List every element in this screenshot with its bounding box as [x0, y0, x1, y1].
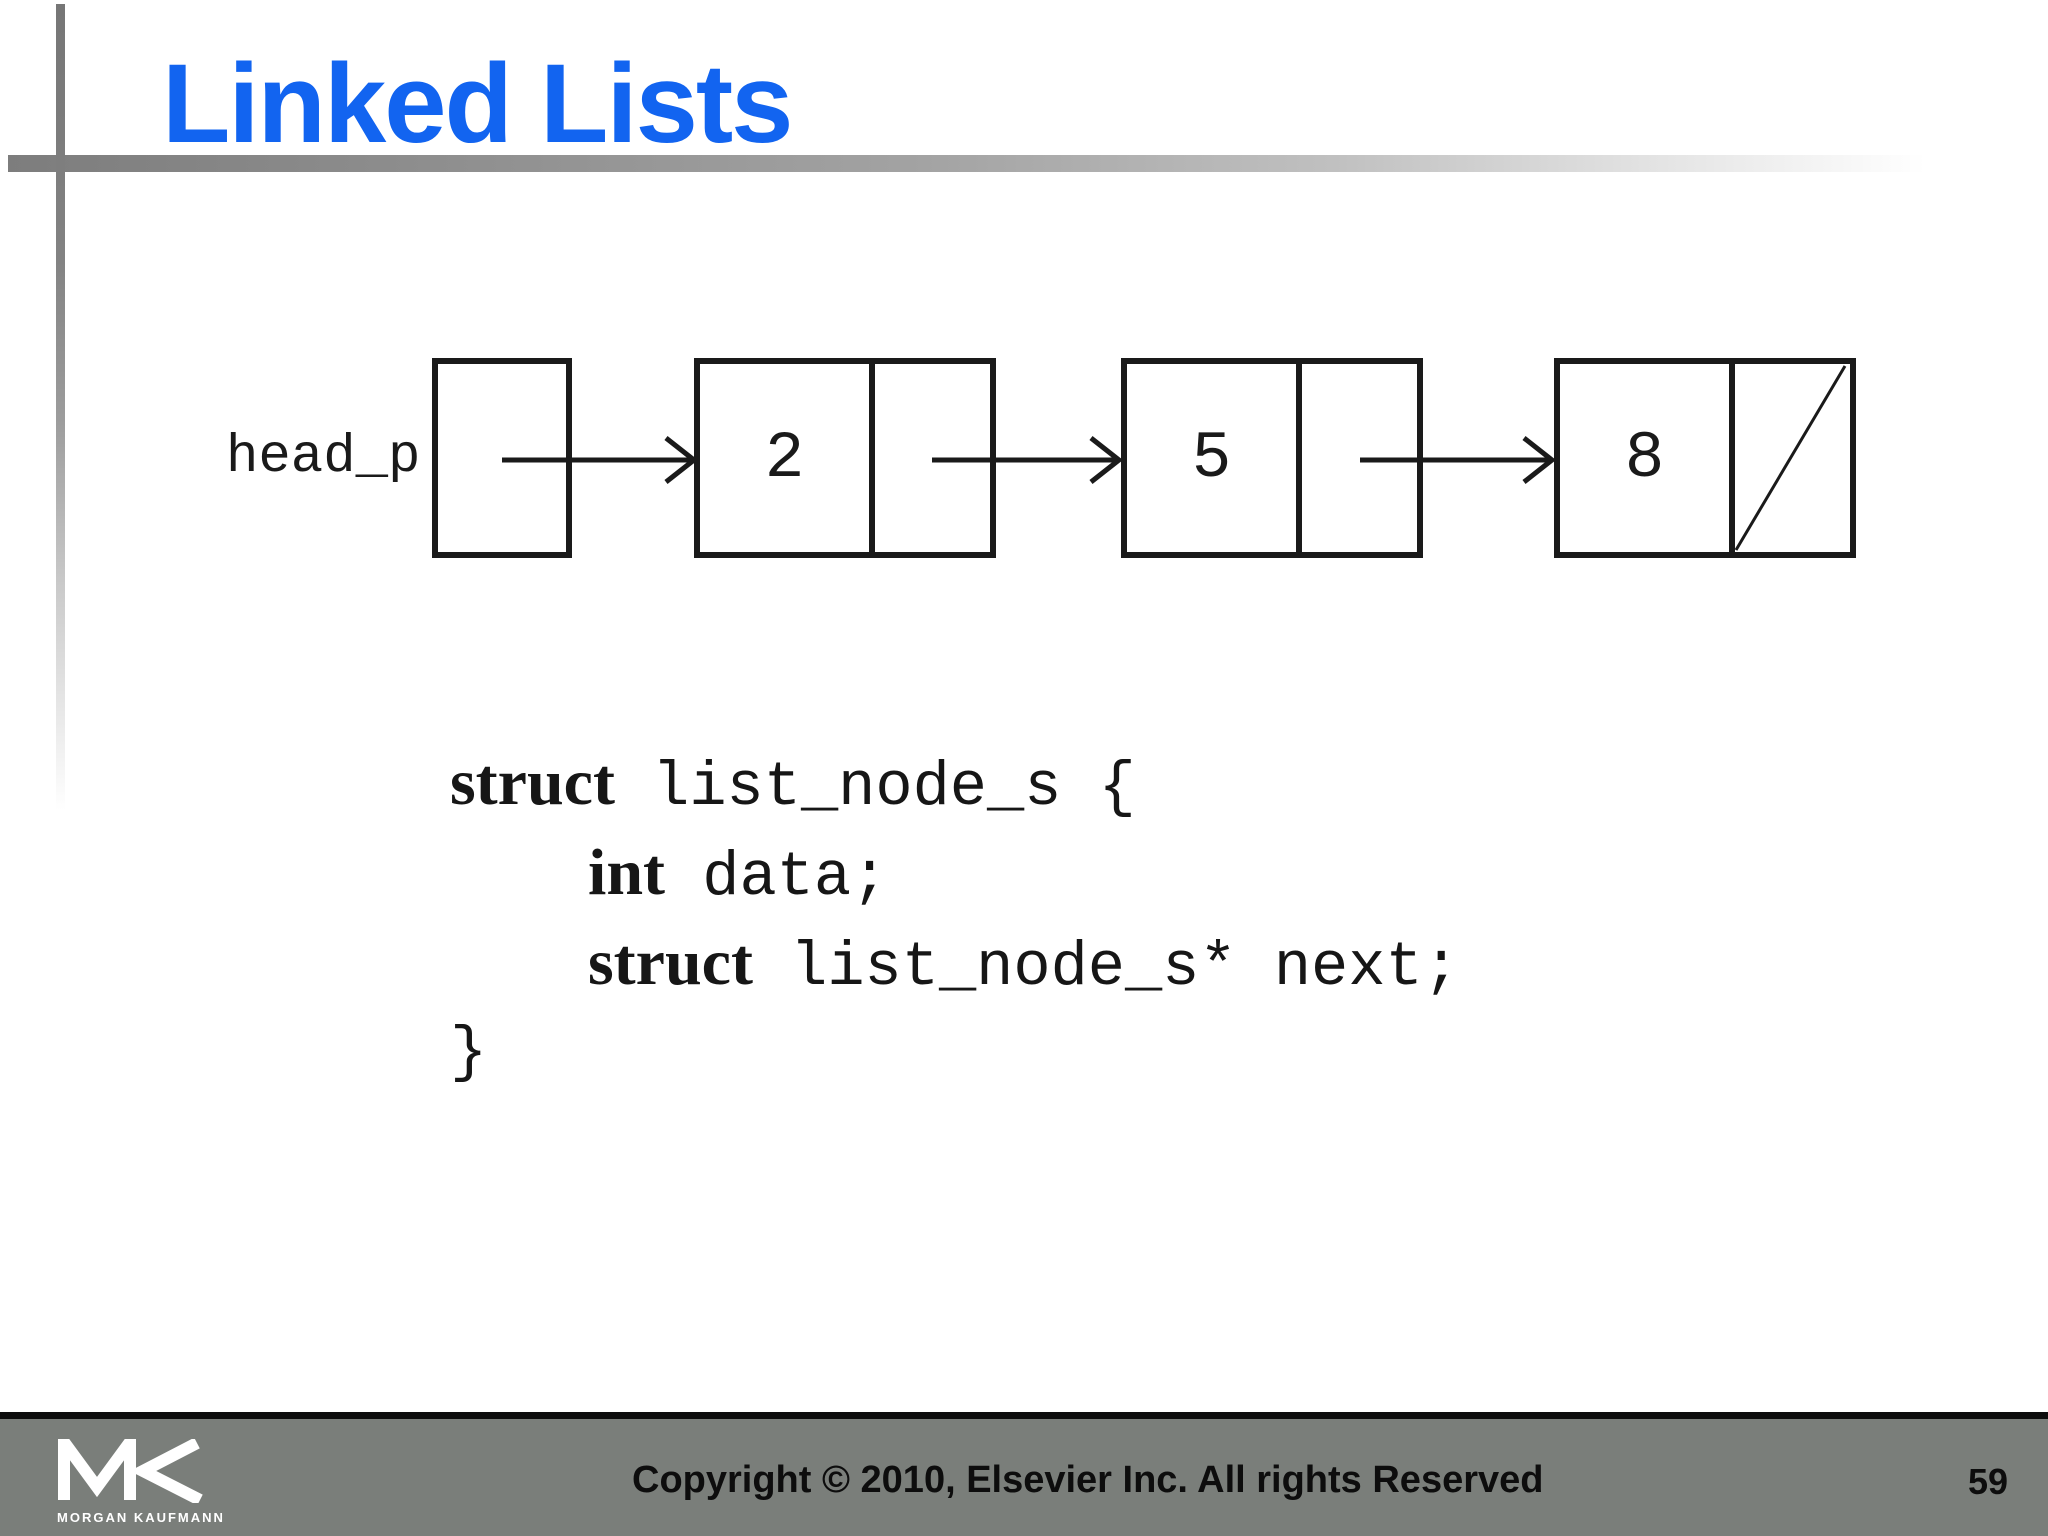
node-3-value: 8 — [1624, 420, 1665, 496]
slide-title: Linked Lists — [162, 41, 793, 166]
node-2-cell-divider — [1296, 364, 1302, 552]
node-2-data-cell: 5 — [1127, 364, 1296, 552]
keyword-struct: struct — [450, 746, 615, 819]
code-line-4: } — [450, 1008, 1460, 1098]
code-text: } — [450, 1017, 488, 1088]
null-pointer-slash — [1734, 365, 1847, 551]
code-line-3: struct list_node_s* next; — [450, 918, 1460, 1008]
list-node-3: 8 — [1554, 358, 1856, 558]
left-accent-bar — [56, 4, 65, 844]
node1-to-node2-arrow — [932, 436, 1124, 484]
keyword-struct: struct — [588, 926, 753, 999]
node-2-value: 5 — [1191, 420, 1232, 496]
code-text: list_node_s { — [614, 752, 1136, 823]
code-text: list_node_s* next; — [752, 932, 1460, 1003]
code-text: data; — [665, 842, 889, 913]
node-3-data-cell: 8 — [1560, 364, 1729, 552]
title-underline-bar — [8, 155, 2048, 172]
logo-tagline: MORGAN KAUFMANN — [57, 1510, 225, 1525]
morgan-kaufmann-logo-icon — [58, 1439, 203, 1503]
arrowhead-icon — [1522, 436, 1557, 484]
keyword-int: int — [588, 836, 666, 909]
arrowhead-icon — [664, 436, 699, 484]
footer-divider — [0, 1412, 2048, 1419]
struct-code-block: struct list_node_s { int data; struct li… — [450, 738, 1460, 1098]
node-1-data-cell: 2 — [700, 364, 869, 552]
footer-bar: MORGAN KAUFMANN Copyright © 2010, Elsevi… — [0, 1419, 2048, 1536]
page-number: 59 — [1968, 1461, 2009, 1502]
arrowhead-icon — [1089, 436, 1124, 484]
copyright-text: Copyright © 2010, Elsevier Inc. All righ… — [632, 1459, 1544, 1501]
node-1-value: 2 — [764, 420, 805, 496]
code-line-2: int data; — [450, 828, 1460, 918]
linked-list-diagram: head_p 2 5 8 — [0, 350, 2048, 580]
code-line-1: struct list_node_s { — [450, 738, 1460, 828]
node-1-cell-divider — [869, 364, 875, 552]
head-to-node1-arrow — [502, 436, 699, 484]
head-pointer-label: head_p — [226, 427, 421, 488]
node2-to-node3-arrow — [1360, 436, 1557, 484]
pointer-arrows-layer — [502, 365, 1847, 551]
node-3-cell-divider — [1729, 364, 1735, 552]
